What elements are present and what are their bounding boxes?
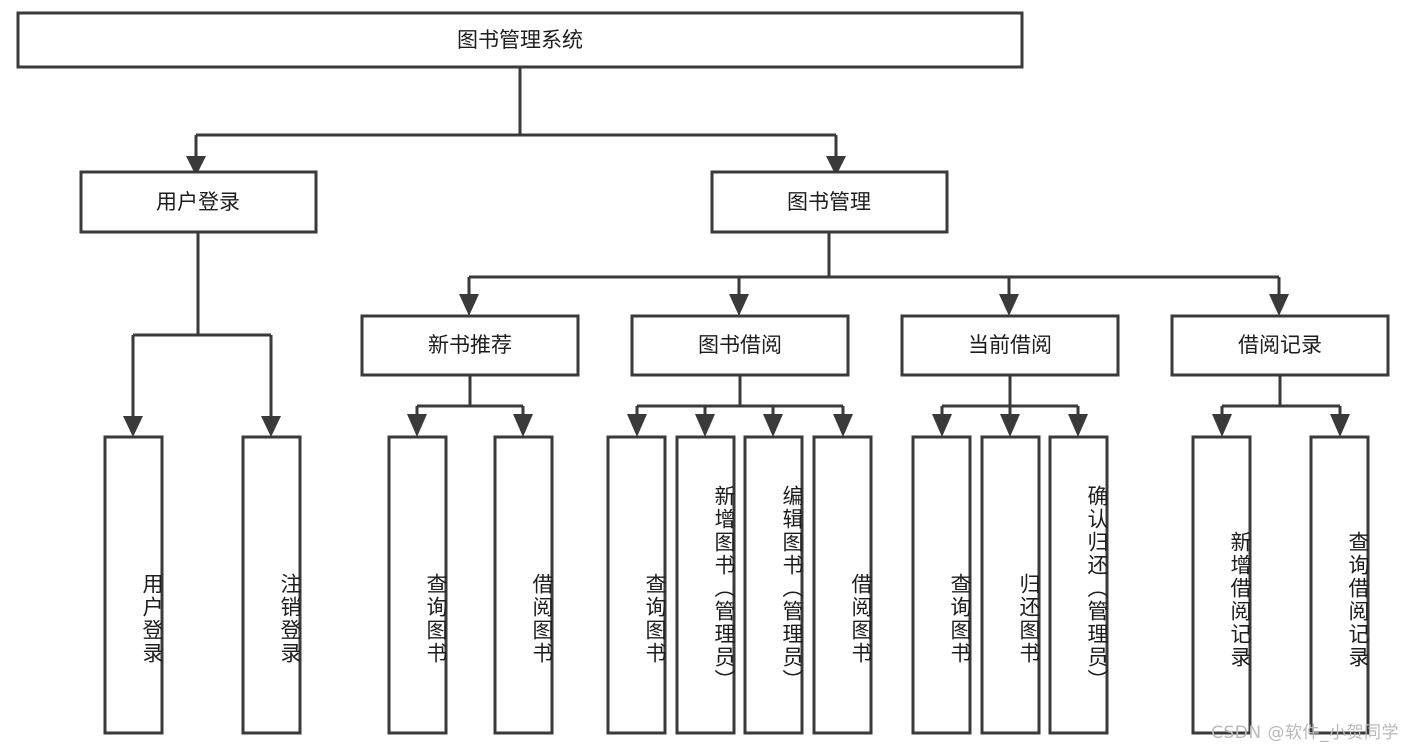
connector-bookmgmt-to-level3 xyxy=(459,232,1289,316)
node-book-management-label: 图书管理 xyxy=(787,190,871,214)
leaf-borrowrecord-query[interactable] xyxy=(1309,435,1370,735)
connector-currentborrow-to-leaves xyxy=(932,375,1088,437)
connector-userlogin-to-leaves xyxy=(123,232,281,437)
leaf-currentborrow-query[interactable] xyxy=(911,435,972,735)
leaf-currentborrow-confirm[interactable] xyxy=(1048,435,1109,735)
node-book-borrow[interactable] xyxy=(630,314,850,377)
leaf-user-login-logout[interactable] xyxy=(241,435,302,735)
leaf-newbook-borrow[interactable] xyxy=(493,435,554,735)
leaf-bookborrow-edit[interactable] xyxy=(743,435,804,735)
connector-bookborrow-to-leaves xyxy=(627,375,853,437)
node-root[interactable] xyxy=(16,11,1024,69)
connector-borrowrecord-to-leaves xyxy=(1212,375,1350,437)
node-root-label: 图书管理系统 xyxy=(457,28,583,52)
node-current-borrow[interactable] xyxy=(900,314,1120,377)
node-current-borrow-label: 当前借阅 xyxy=(968,333,1052,357)
node-book-borrow-label: 图书借阅 xyxy=(698,333,782,357)
node-new-book-recommend[interactable] xyxy=(360,314,580,377)
leaf-bookborrow-query[interactable] xyxy=(606,435,667,735)
node-user-login[interactable] xyxy=(79,170,318,234)
leaf-borrowrecord-add[interactable] xyxy=(1191,435,1252,735)
node-borrow-record[interactable] xyxy=(1170,314,1390,377)
watermark: CSDN @软件_小贺同学 xyxy=(1211,723,1399,743)
node-user-login-label: 用户登录 xyxy=(156,190,240,214)
leaf-currentborrow-return[interactable] xyxy=(980,435,1041,735)
leaf-bookborrow-borrow[interactable] xyxy=(812,435,873,735)
node-borrow-record-label: 借阅记录 xyxy=(1238,333,1322,357)
node-new-book-recommend-label: 新书推荐 xyxy=(428,333,512,357)
connector-root-to-level2 xyxy=(186,67,846,176)
node-book-management[interactable] xyxy=(710,170,949,234)
connector-newbook-to-leaves xyxy=(407,375,533,437)
leaf-bookborrow-add[interactable] xyxy=(675,435,736,735)
leaf-newbook-query[interactable] xyxy=(387,435,448,735)
leaf-user-login-login[interactable] xyxy=(103,435,164,735)
